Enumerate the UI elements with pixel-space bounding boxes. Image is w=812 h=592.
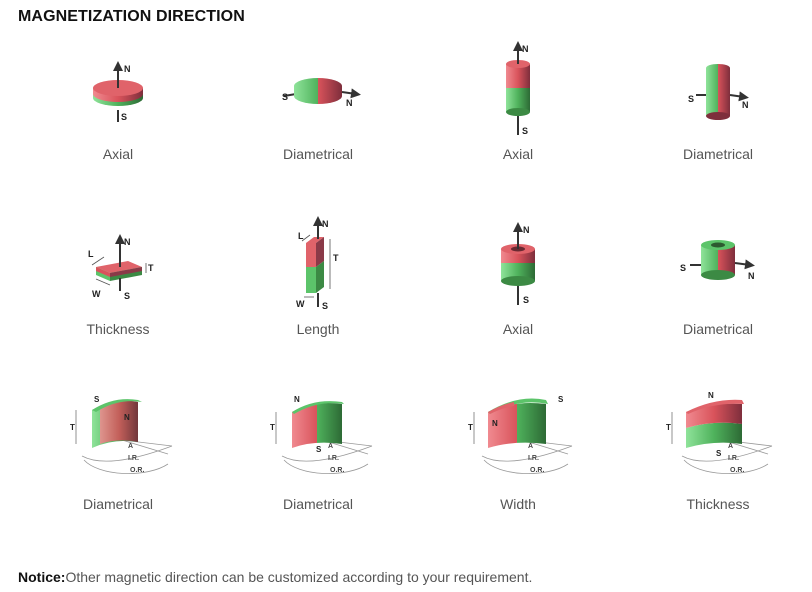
caption: Axial	[502, 146, 534, 162]
svg-text:S: S	[716, 449, 722, 458]
caption: Thickness	[686, 496, 750, 512]
magnet-item-3: N S Axial	[418, 40, 618, 215]
svg-text:S: S	[94, 395, 100, 404]
svg-text:O.R.: O.R.	[730, 467, 744, 474]
svg-text:O.R.: O.R.	[330, 467, 344, 474]
svg-text:A: A	[528, 443, 533, 450]
svg-text:T: T	[333, 253, 339, 263]
caption: Diametrical	[682, 146, 753, 162]
svg-text:O.R.: O.R.	[130, 467, 144, 474]
diametrical-cylinder-diagram: S N	[688, 64, 749, 120]
svg-text:T: T	[148, 263, 154, 273]
svg-text:S: S	[316, 445, 322, 454]
arc-segment-width-diagram: N S T A I.R. O.R.	[468, 395, 573, 474]
caption: Diametrical	[282, 146, 353, 162]
svg-text:T: T	[666, 423, 671, 432]
axial-ring-diagram: N S	[501, 222, 535, 305]
svg-text:N: N	[523, 225, 530, 235]
caption: Diametrical	[82, 496, 153, 512]
svg-text:S: S	[322, 301, 328, 311]
svg-text:A: A	[128, 443, 133, 450]
notice-label: Notice:	[18, 569, 66, 585]
svg-text:N: N	[294, 395, 300, 404]
magnet-item-8: S N Diametrical	[618, 215, 812, 390]
svg-text:A: A	[328, 443, 333, 450]
svg-text:N: N	[492, 419, 498, 428]
svg-text:S: S	[522, 126, 528, 136]
svg-text:N: N	[346, 98, 353, 108]
svg-text:I.R.: I.R.	[728, 455, 739, 462]
caption: Axial	[102, 146, 134, 162]
arc-segment-thickness-diagram: N S T A I.R. O.R.	[666, 391, 773, 474]
svg-text:O.R.: O.R.	[530, 467, 544, 474]
caption: Width	[500, 496, 536, 512]
notice-body: Other magnetic direction can be customiz…	[65, 569, 533, 585]
svg-text:N: N	[708, 391, 714, 400]
svg-text:W: W	[296, 299, 305, 309]
caption: Thickness	[86, 321, 150, 337]
magnet-item-10: N S T A I.R. O.R. Diametrical	[218, 390, 418, 565]
magnet-item-6: N S L T W Length	[218, 215, 418, 390]
svg-text:I.R.: I.R.	[528, 455, 539, 462]
svg-text:S: S	[680, 263, 686, 273]
svg-text:N: N	[322, 219, 329, 229]
svg-text:S: S	[121, 112, 127, 122]
caption: Diametrical	[682, 321, 753, 337]
svg-text:S: S	[558, 395, 564, 404]
page-title: MAGNETIZATION DIRECTION	[18, 8, 245, 25]
svg-text:N: N	[124, 64, 131, 74]
svg-text:N: N	[748, 271, 755, 281]
svg-text:L: L	[88, 249, 94, 259]
svg-text:S: S	[124, 291, 130, 301]
axial-cylinder-diagram: N S	[506, 41, 530, 136]
svg-text:I.R.: I.R.	[128, 455, 139, 462]
length-block-diagram: N S L T W	[296, 216, 339, 311]
svg-text:N: N	[742, 100, 749, 110]
magnet-item-12: N S T A I.R. O.R. Thickness	[618, 390, 812, 565]
magnet-item-7: N S Axial	[418, 215, 618, 390]
svg-text:N: N	[124, 413, 130, 422]
thickness-block-diagram: N S L T W	[88, 234, 154, 301]
svg-text:T: T	[468, 423, 473, 432]
svg-text:N: N	[522, 44, 529, 54]
svg-text:S: S	[523, 295, 529, 305]
magnet-item-2: S N Diametrical	[218, 40, 418, 215]
caption: Axial	[502, 321, 534, 337]
axial-disc-diagram: N S	[93, 61, 143, 122]
diametrical-disc-diagram: S N	[282, 78, 361, 108]
svg-text:T: T	[70, 423, 75, 432]
svg-text:L: L	[298, 231, 304, 241]
svg-text:A: A	[728, 443, 733, 450]
arc-segment-diametrical-diagram: S N T A I.R. O.R.	[70, 395, 173, 474]
notice-text: Notice:Other magnetic direction can be c…	[18, 569, 532, 585]
svg-text:I.R.: I.R.	[328, 455, 339, 462]
magnet-item-4: S N Diametrical	[618, 40, 812, 215]
svg-text:S: S	[688, 94, 694, 104]
caption: Diametrical	[282, 496, 353, 512]
magnet-item-9: S N T A I.R. O.R. Diametrical	[18, 390, 218, 565]
magnet-item-11: N S T A I.R. O.R. Width	[418, 390, 618, 565]
svg-text:S: S	[282, 92, 288, 102]
diametrical-ring-diagram: S N	[680, 240, 755, 281]
caption: Length	[296, 321, 340, 337]
svg-text:T: T	[270, 423, 275, 432]
magnet-item-5: N S L T W Thickness	[18, 215, 218, 390]
svg-text:W: W	[92, 289, 101, 299]
magnet-item-1: N S Axial	[18, 40, 218, 215]
svg-text:N: N	[124, 237, 131, 247]
arc-segment-diametrical-2-diagram: N S T A I.R. O.R.	[270, 395, 373, 474]
